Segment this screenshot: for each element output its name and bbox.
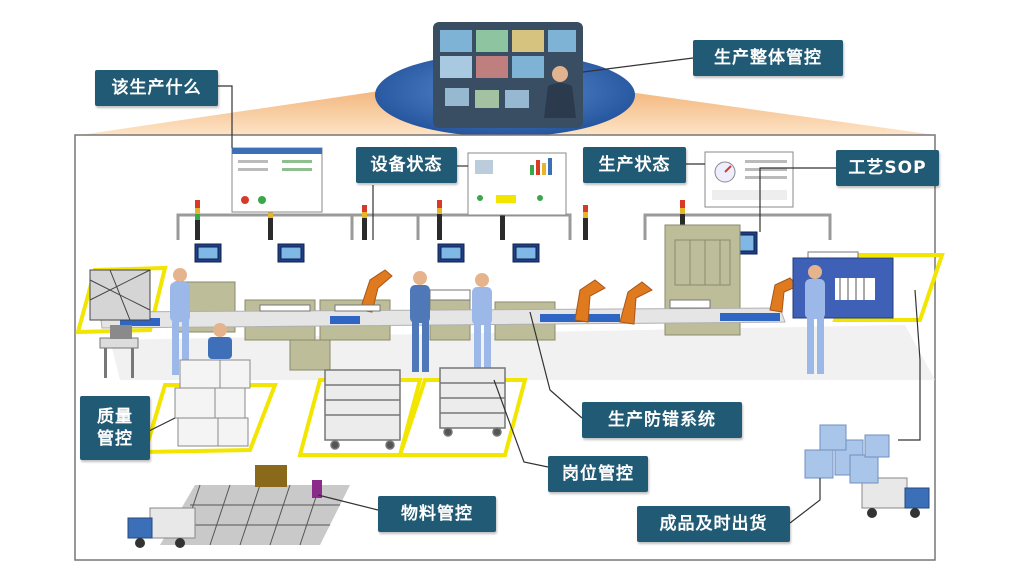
worker-icon [170, 265, 825, 375]
robot-arm-icon [359, 269, 799, 325]
callout-quality-control-line1: 质量 [97, 407, 133, 427]
callout-production-status: 生产状态 [583, 147, 686, 183]
cart-icon [324, 367, 506, 450]
callout-finished-goods-delivery: 成品及时出货 [637, 506, 790, 542]
callout-error-proofing: 生产防错系统 [582, 402, 742, 438]
tray-stacks [259, 251, 859, 312]
production-screen [704, 151, 794, 208]
callout-process-sop: 工艺SOP [836, 150, 939, 186]
equipment-screen [467, 152, 567, 216]
machine-cages [674, 239, 731, 286]
monitor-icon [194, 231, 758, 263]
raw-material-rack [89, 269, 151, 321]
callout-overall-control: 生产整体管控 [693, 40, 843, 76]
order-screen [231, 147, 323, 213]
callout-material-control: 物料管控 [378, 496, 496, 532]
finished-boxes [174, 359, 251, 447]
callout-quality-control: 质量 管控 [80, 396, 150, 460]
truck-icon [127, 477, 930, 548]
callout-equipment-status: 设备状态 [356, 147, 457, 183]
control-room-icon [433, 22, 583, 128]
pallet-icon [255, 465, 287, 487]
conveyor-line [99, 307, 786, 329]
callout-quality-control-line2: 管控 [97, 429, 133, 449]
material-area [160, 465, 350, 546]
warehouse-icon [804, 424, 890, 484]
callout-post-control: 岗位管控 [548, 456, 648, 492]
callout-what-to-produce: 该生产什么 [95, 70, 218, 106]
inspection-table [99, 325, 139, 378]
